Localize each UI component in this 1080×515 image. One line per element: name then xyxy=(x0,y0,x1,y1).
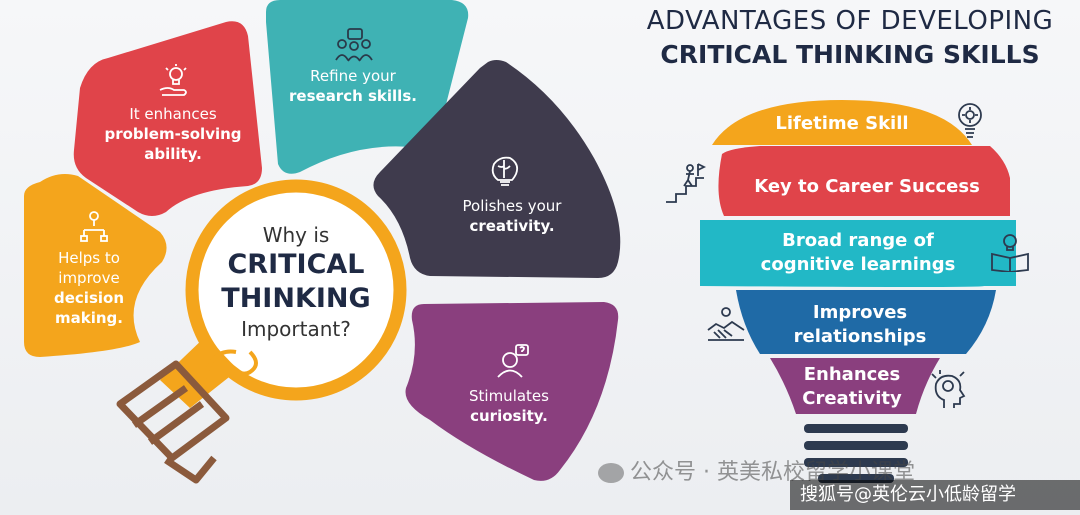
sohu-watermark: 搜狐号@英伦云小低龄留学 xyxy=(790,480,1080,510)
petal-research-text: Refine your research skills. xyxy=(278,66,428,106)
hand-lightbulb-icon xyxy=(159,64,187,96)
right-title-line2: CRITICAL THINKING SKILLS xyxy=(660,40,1040,69)
band-cognitive-text2: cognitive learnings xyxy=(760,254,956,275)
petal-creativity xyxy=(373,60,621,278)
petal-problem xyxy=(73,21,262,216)
band-lifetime-label: Lifetime Skill xyxy=(760,112,924,136)
head-idea-icon xyxy=(931,370,966,408)
band-cognitive xyxy=(700,220,1016,287)
petal-creativity-text: Polishes your creativity. xyxy=(440,196,584,236)
band-lifetime xyxy=(712,100,972,145)
petal-creativity-bold1: creativity. xyxy=(469,217,555,235)
curious-person-icon xyxy=(497,344,529,378)
band-creativity-text1: Enhances xyxy=(803,364,901,385)
petal-curiosity xyxy=(405,302,619,481)
brain-bulb-icon xyxy=(491,156,519,186)
petal-creativity-line1: Polishes your xyxy=(462,197,562,215)
petal-research xyxy=(266,0,469,174)
center-question: Why is CRITICAL THINKING Important? xyxy=(206,222,386,342)
wechat-icon xyxy=(598,463,624,483)
petal-curiosity-bold1: curiosity. xyxy=(470,407,548,425)
band-career xyxy=(718,146,1010,216)
band-cognitive-text1: Broad range of xyxy=(782,230,934,251)
petal-decision-text: Helps to improve decision making. xyxy=(30,248,148,328)
career-stairs-icon xyxy=(666,163,706,203)
petal-research-line1: Refine your xyxy=(310,67,396,85)
band-cognitive-label: Broad range of cognitive learnings xyxy=(716,229,1000,277)
petal-problem-text: It enhances problem-solving ability. xyxy=(98,104,248,164)
petal-decision-bold2: making. xyxy=(55,309,123,327)
bulb-gear-icon xyxy=(958,103,982,138)
petal-research-bold1: research skills. xyxy=(289,87,417,105)
band-creativity xyxy=(770,358,940,414)
petal-decision-bold1: decision xyxy=(54,289,124,307)
petal-curiosity-line1: Stimulates xyxy=(469,387,549,405)
band-career-label: Key to Career Success xyxy=(736,175,998,199)
handshake-icon xyxy=(707,307,745,341)
petal-curiosity-text: Stimulates curiosity. xyxy=(444,386,574,426)
petal-decision-line2: improve xyxy=(58,269,120,287)
band-career-text: Key to Career Success xyxy=(754,176,980,197)
book-bulb-icon xyxy=(991,234,1029,272)
petal-decision-line1: Helps to xyxy=(58,249,120,267)
band-relationships-text1: Improves xyxy=(812,302,908,323)
band-creativity-text2: Creativity xyxy=(802,388,902,409)
center-line4: Important? xyxy=(241,317,351,341)
decision-icon xyxy=(80,211,108,242)
bulb-filament xyxy=(203,349,258,379)
petal-problem-bold2: ability. xyxy=(144,145,202,163)
team-research-icon xyxy=(335,28,373,62)
bulb-outline xyxy=(185,179,407,401)
center-line1: Why is xyxy=(262,223,330,247)
band-relationships-text2: relationships xyxy=(793,326,927,347)
petal-problem-line1: It enhances xyxy=(129,105,217,123)
band-relationships xyxy=(736,290,996,354)
center-line3: THINKING xyxy=(221,283,371,314)
bulb-base xyxy=(116,360,230,484)
band-relationships-label: Improves relationships xyxy=(760,301,960,349)
petal-problem-bold1: problem-solving xyxy=(104,125,242,143)
band-lifetime-text: Lifetime Skill xyxy=(775,113,909,134)
right-title-line1: ADVANTAGES OF DEVELOPING xyxy=(646,6,1054,36)
center-line2: CRITICAL xyxy=(227,249,365,280)
petal-decision xyxy=(24,174,167,357)
